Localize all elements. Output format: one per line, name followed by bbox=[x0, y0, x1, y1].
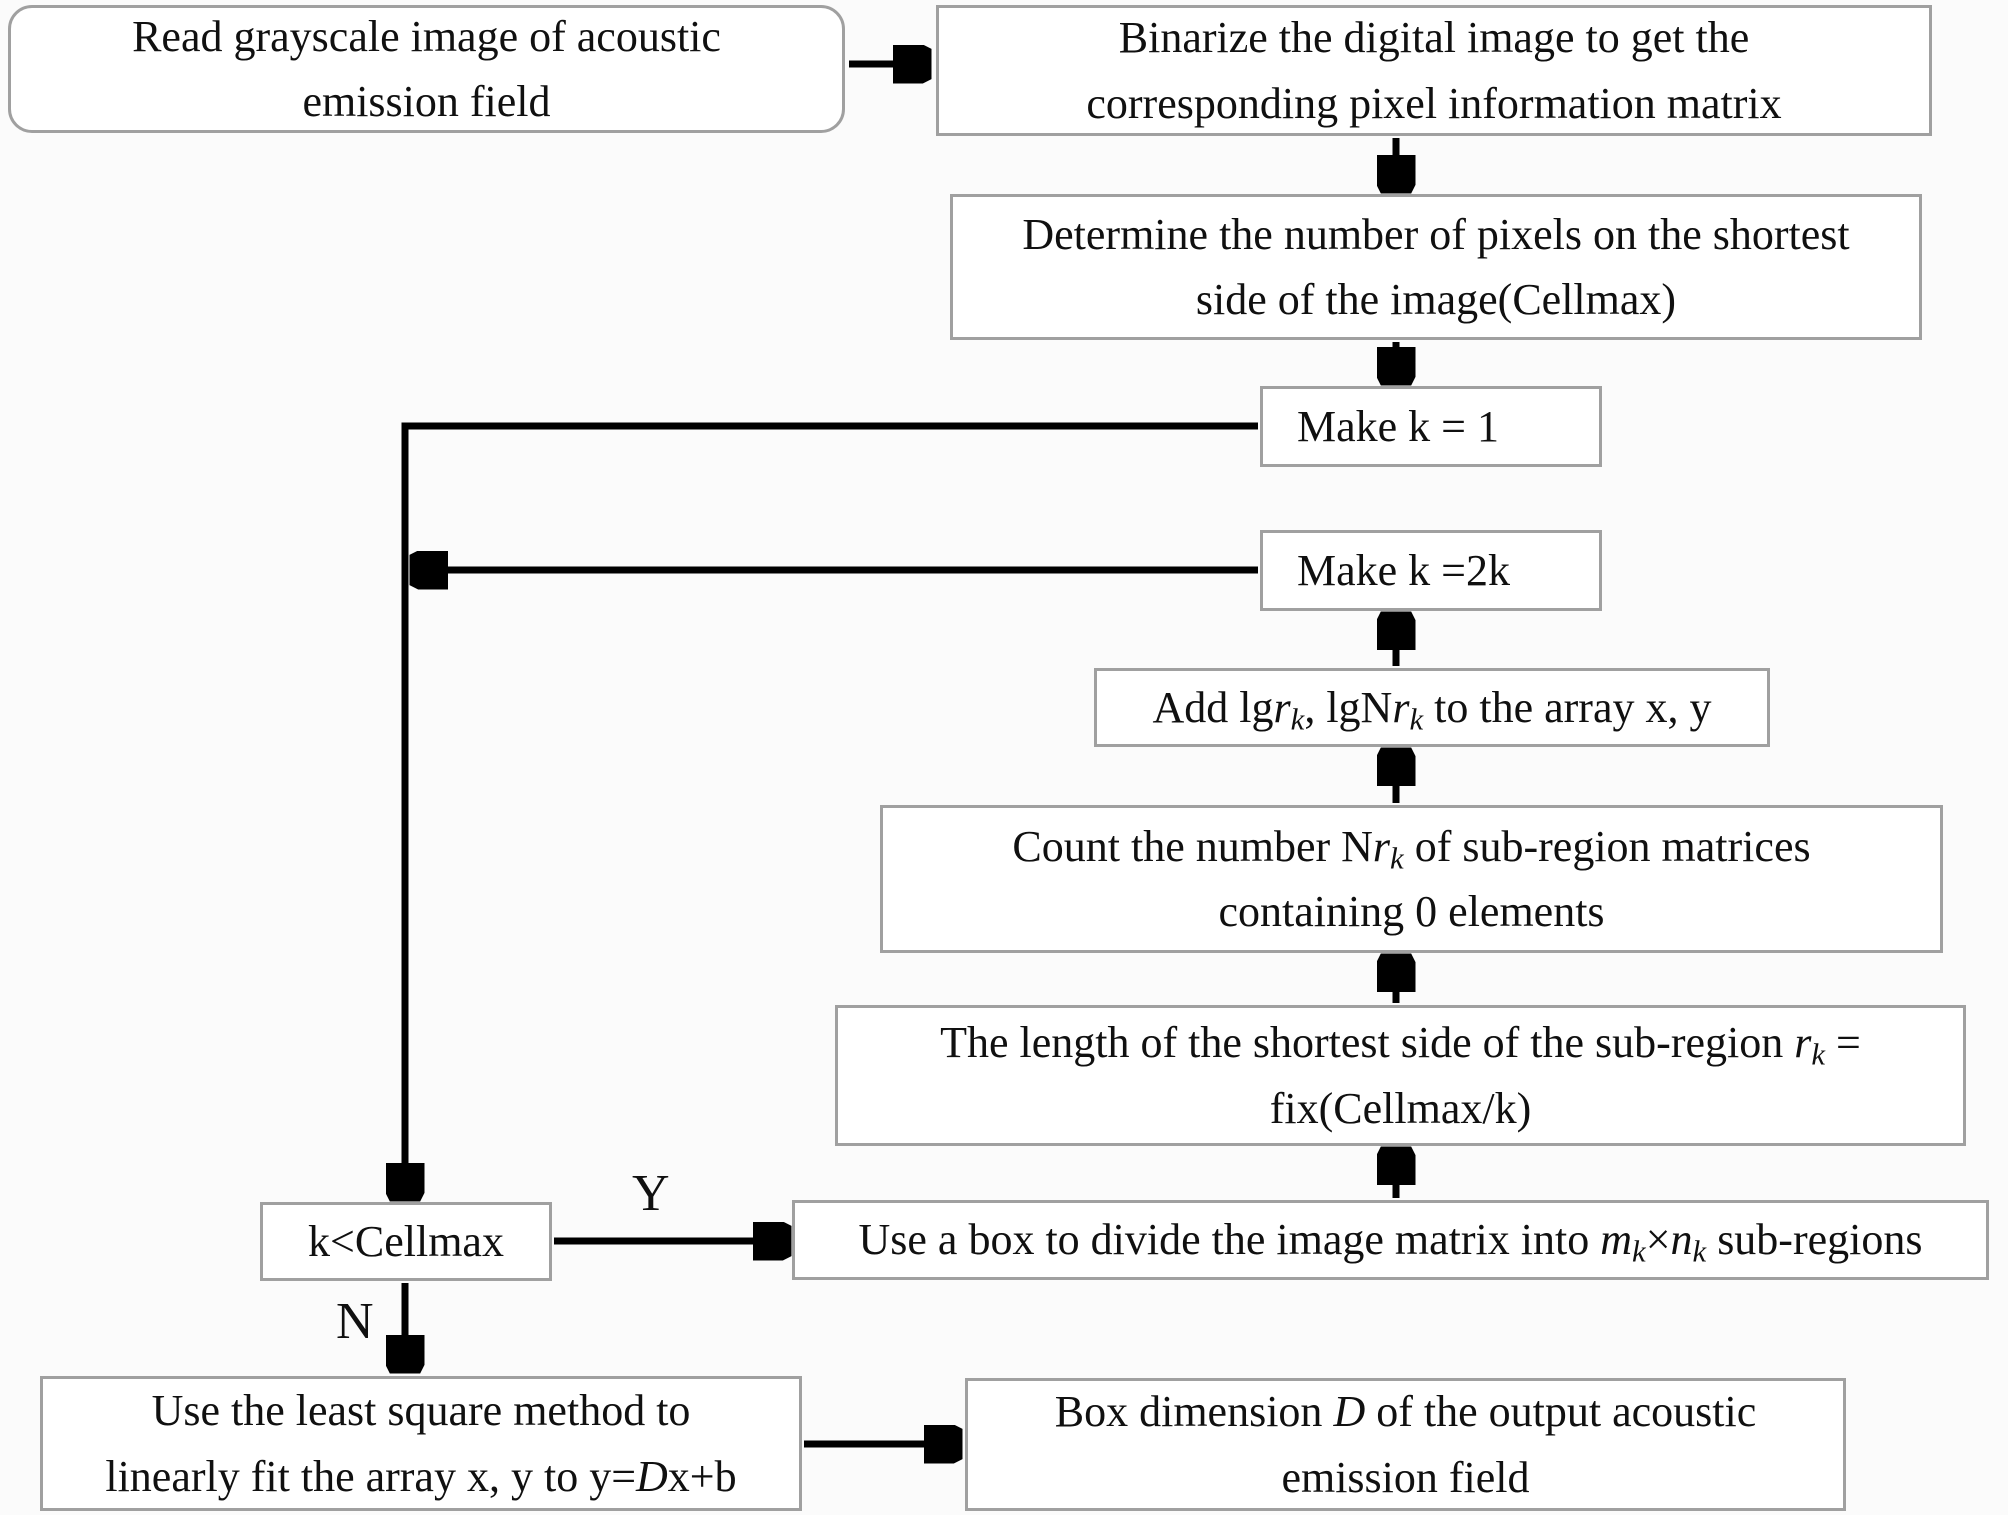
node-divide-subregions-text: Use a box to divide the image matrix int… bbox=[858, 1215, 1923, 1270]
node-add-array-text: Add lgrk, lgNrk to the array x, y bbox=[1152, 682, 1712, 737]
node-divide-subregions: Use a box to divide the image matrix int… bbox=[792, 1200, 1989, 1280]
node-make-k1-text: Make k = 1 bbox=[1297, 401, 1499, 451]
node-add-array: Add lgrk, lgNrk to the array x, y bbox=[1094, 668, 1770, 747]
node-decision-k-cellmax-text: k<Cellmax bbox=[308, 1216, 504, 1266]
node-make-k1: Make k = 1 bbox=[1260, 386, 1602, 467]
node-cellmax: Determine the number of pixels on the sh… bbox=[950, 194, 1922, 340]
node-subregion-length-text: The length of the shortest side of the s… bbox=[940, 1018, 1861, 1133]
label-yes-branch: Y bbox=[632, 1165, 670, 1222]
label-no-branch: N bbox=[336, 1293, 374, 1350]
node-count-zero-text: Count the number Nrk of sub-region matri… bbox=[1012, 821, 1811, 936]
node-make-k2k: Make k =2k bbox=[1260, 530, 1602, 611]
node-cellmax-text: Determine the number of pixels on the sh… bbox=[1022, 209, 1850, 324]
node-count-zero: Count the number Nrk of sub-region matri… bbox=[880, 805, 1943, 953]
node-decision-k-cellmax: k<Cellmax bbox=[260, 1202, 552, 1281]
node-subregion-length: The length of the shortest side of the s… bbox=[835, 1005, 1966, 1146]
node-make-k2k-text: Make k =2k bbox=[1297, 545, 1510, 595]
